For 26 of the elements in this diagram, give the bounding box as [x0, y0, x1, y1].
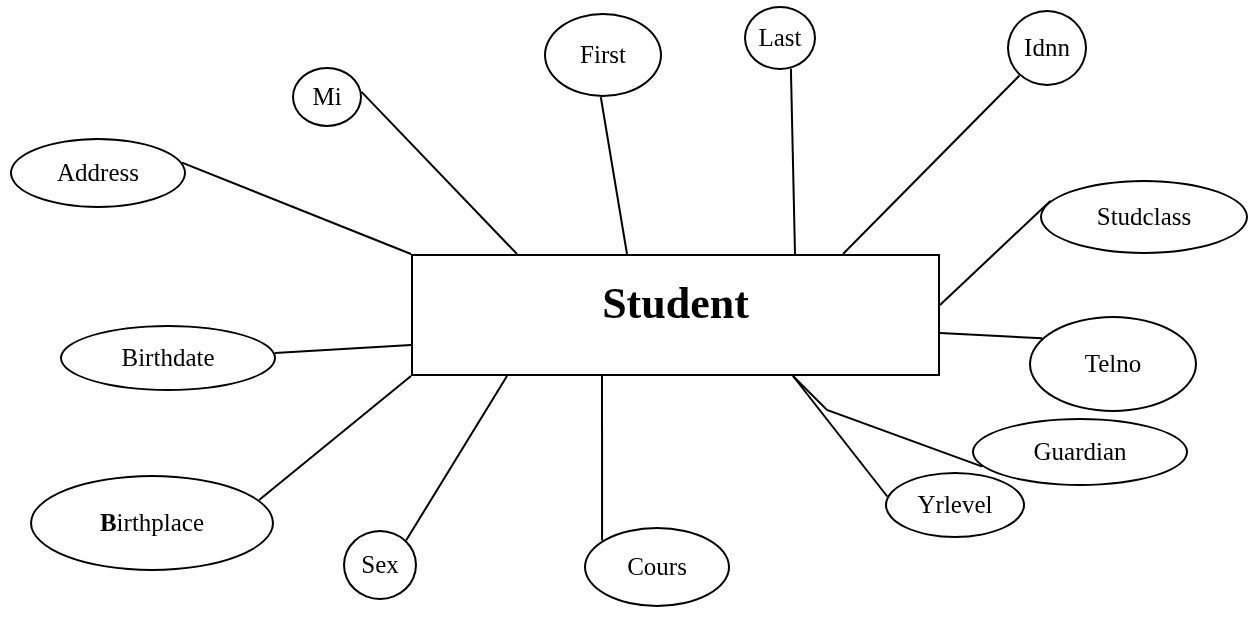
attribute-name: Mi	[312, 83, 342, 111]
attribute-name: Birthdate	[121, 344, 215, 372]
entity-box	[411, 254, 940, 376]
connector-line	[789, 67, 796, 255]
connector-line	[792, 375, 889, 498]
attribute-name: Yrlevel	[917, 491, 993, 519]
attribute-name: Guardian	[1033, 438, 1127, 466]
attribute-name: Cours	[627, 553, 687, 581]
attribute-name: Idnn	[1024, 34, 1070, 62]
attribute-name: First	[580, 41, 626, 69]
connector-line	[360, 90, 518, 255]
attribute-name: Address	[57, 159, 139, 187]
attribute-name: Sex	[361, 551, 399, 579]
connector-line	[939, 332, 1044, 340]
entity-name: Student	[602, 278, 749, 329]
connector-line	[405, 375, 508, 542]
attribute-name: Birthplace	[99, 509, 205, 537]
connector-line	[601, 375, 604, 542]
connector-line	[258, 375, 412, 501]
connector-line	[842, 74, 1021, 255]
connector-line	[599, 96, 628, 255]
attribute-name: Studclass	[1096, 203, 1192, 231]
attribute-name: Telno	[1084, 350, 1142, 378]
attribute-name: Last	[758, 24, 802, 52]
connector-line	[792, 375, 984, 468]
connector-line	[939, 199, 1052, 306]
